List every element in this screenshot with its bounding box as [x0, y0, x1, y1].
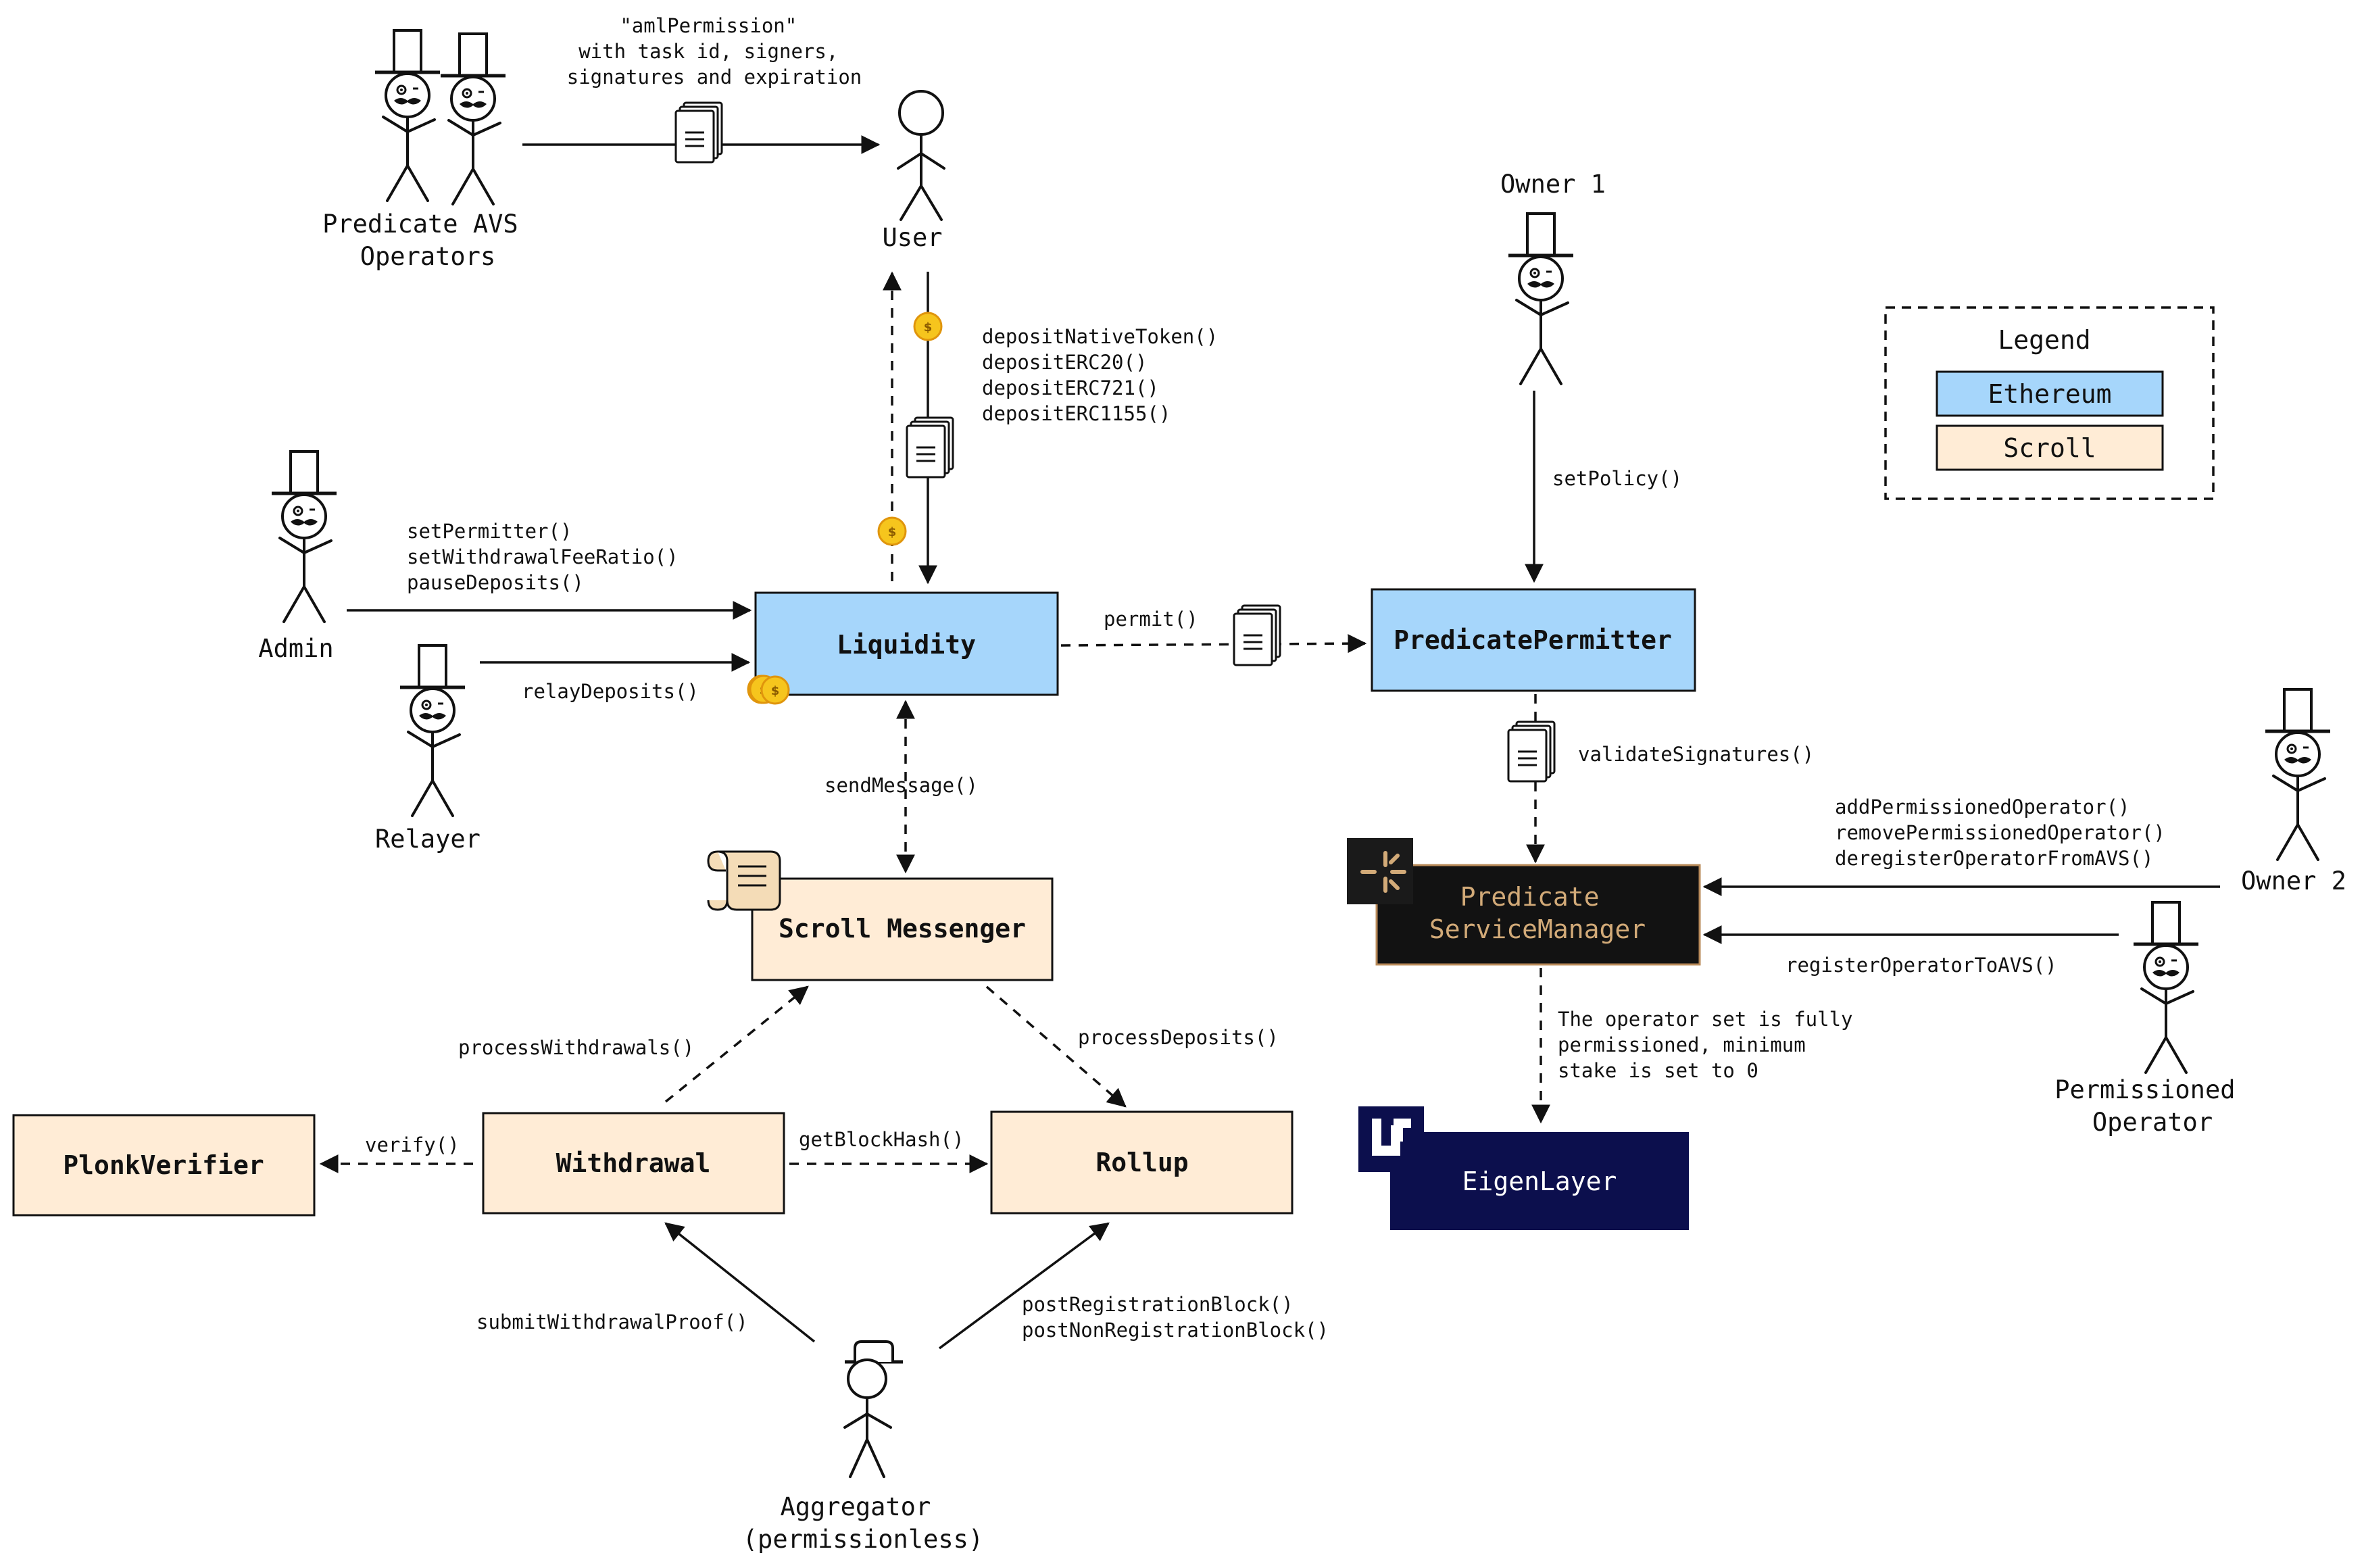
tophat-person-icon: [1508, 214, 1573, 384]
process-withdrawals-arrow: [664, 985, 809, 1103]
document-stack-icon: [1507, 720, 1556, 783]
aggregator-figure: [843, 1340, 903, 1478]
relay-deposits-label: relayDeposits(): [522, 680, 699, 703]
stick-person-icon: [897, 90, 945, 221]
scroll-messenger-box[interactable]: [751, 877, 1054, 981]
legend-scroll-label: Scroll: [2003, 433, 2096, 463]
predicate-service-manager-box[interactable]: [1375, 864, 1701, 966]
liquidity-label: Liquidity: [837, 630, 976, 660]
process-deposits-label: processDeposits(): [1078, 1026, 1279, 1049]
rollup-box[interactable]: [990, 1110, 1294, 1215]
legend-frame: [1884, 306, 2215, 500]
aml-permission-label: "amlPermission" with task id, signers, s…: [567, 14, 862, 89]
withdrawal-box[interactable]: [482, 1112, 785, 1215]
submit-withdrawal-proof-label: submitWithdrawalProof(): [476, 1310, 748, 1333]
eigenlayer-label: EigenLayer: [1462, 1167, 1617, 1196]
legend-scroll-swatch: [1936, 424, 2164, 471]
tophat-person-icon: [2265, 689, 2330, 860]
owner2-functions-label: addPermissionedOperator() removePermissi…: [1835, 795, 2177, 870]
aggregator-label: Aggregator (permissionless): [743, 1492, 983, 1554]
tophat-person-icon: [272, 451, 337, 622]
legend-ethereum-swatch: [1936, 370, 2164, 417]
scroll-messenger-label: Scroll Messenger: [779, 914, 1026, 944]
document-stack-icon: [1233, 604, 1281, 666]
deposit-functions-label: depositNativeToken() depositERC20() depo…: [982, 325, 1230, 425]
eigenlayer-logo-icon: [1358, 1106, 1424, 1172]
tophat-person-icon: [400, 645, 465, 816]
owner2-label: Owner 2: [2241, 866, 2346, 896]
legend-ethereum-label: Ethereum: [1988, 379, 2111, 409]
user-label: User: [882, 223, 942, 252]
relayer-label: Relayer: [375, 825, 481, 854]
owner1-label: Owner 1: [1500, 170, 1606, 199]
liquidity-box[interactable]: [754, 591, 1059, 696]
avs-operators-figure: [375, 30, 506, 204]
register-operator-label: registerOperatorToAVS(): [1786, 954, 2057, 977]
set-policy-label: setPolicy(): [1552, 467, 1682, 490]
predicate-service-manager-label: Predicate ServiceManager: [1429, 882, 1646, 944]
permissioned-operator-label: Permissioned Operator: [2054, 1075, 2250, 1137]
permit-arrow: [1060, 634, 1367, 654]
operator-set-note: The operator set is fully permissioned, …: [1558, 1008, 1865, 1082]
eigenlayer-box[interactable]: [1390, 1132, 1689, 1230]
legend-title: Legend: [1998, 325, 2090, 355]
predicate-permitter-label: PredicatePermitter: [1394, 625, 1672, 655]
get-block-hash-label: getBlockHash(): [799, 1128, 964, 1151]
send-message-label: sendMessage(): [824, 774, 978, 797]
post-blocks-arrow: [938, 1222, 1110, 1350]
tophat-person-icon: [375, 30, 440, 201]
withdrawal-label: Withdrawal: [556, 1148, 711, 1178]
rollup-label: Rollup: [1095, 1148, 1188, 1177]
dollar-coin-icon: [913, 312, 943, 341]
document-stack-icon: [906, 416, 954, 479]
permit-label: permit(): [1104, 608, 1198, 631]
tophat-person-icon: [441, 34, 506, 204]
process-withdrawals-label: processWithdrawals(): [458, 1036, 694, 1059]
verify-label: verify(): [365, 1133, 460, 1156]
scroll-parchment-icon: [707, 850, 781, 911]
plonk-verifier-label: PlonkVerifier: [63, 1150, 264, 1180]
submit-withdrawal-proof-arrow: [664, 1222, 816, 1343]
avs-operators-label: Predicate AVS Operators: [322, 210, 533, 271]
validate-signatures-label: validateSignatures(): [1578, 743, 1814, 766]
predicate-permitter-box[interactable]: [1371, 588, 1696, 692]
admin-functions-label: setPermitter() setWithdrawalFeeRatio() p…: [407, 520, 690, 594]
dollar-coin-icon: [747, 675, 790, 705]
post-blocks-label: postRegistrationBlock() postNonRegistrat…: [1022, 1293, 1329, 1342]
dollar-coin-icon: [877, 516, 907, 546]
plonk-verifier-box[interactable]: [12, 1114, 316, 1217]
document-stack-icon: [674, 101, 723, 164]
admin-label: Admin: [258, 634, 333, 663]
tophat-person-icon: [2134, 902, 2198, 1073]
process-deposits-arrow: [985, 985, 1127, 1108]
predicate-logo-icon: [1347, 838, 1413, 904]
